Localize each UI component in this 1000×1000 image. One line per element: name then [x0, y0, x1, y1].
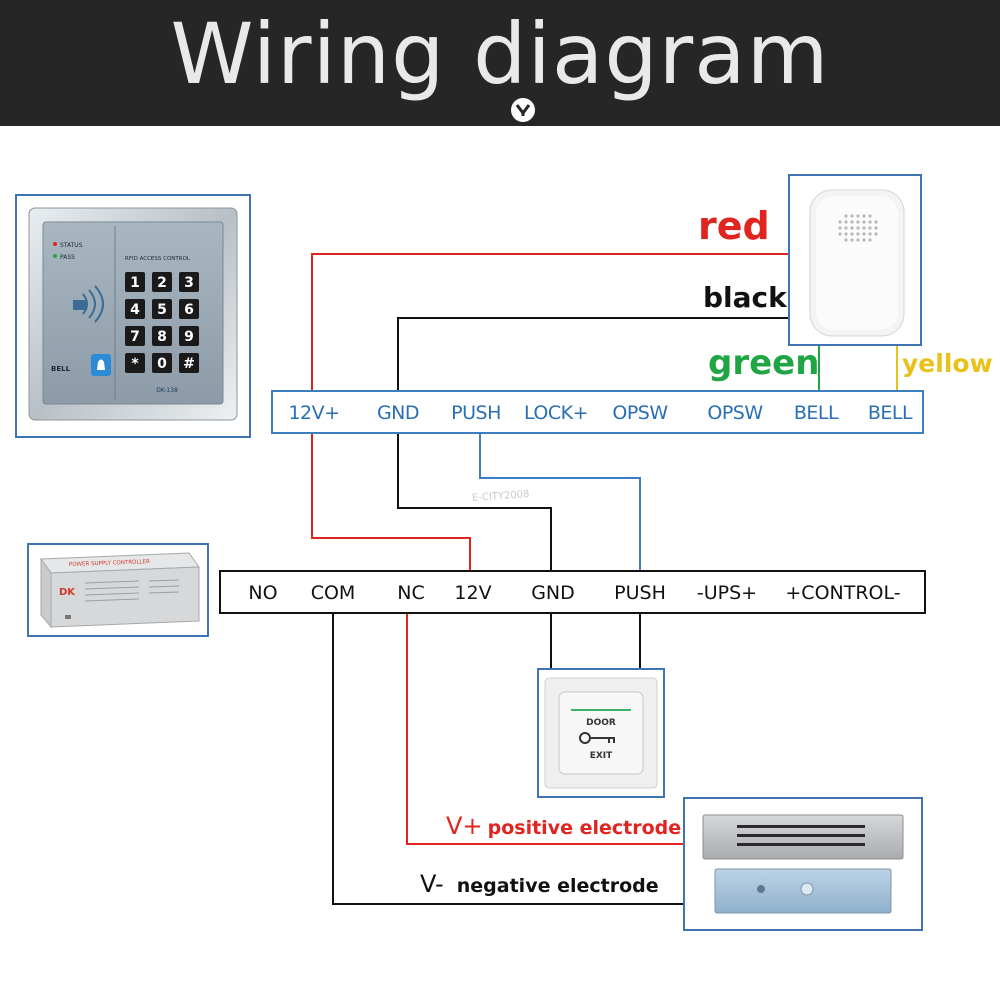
positive-symbol: V+: [446, 812, 483, 840]
wire-label-green: green: [708, 343, 820, 383]
terminal-12v: 12V: [454, 582, 492, 604]
key-star: *: [131, 356, 139, 372]
wire-black-gnd-to-bell: [397, 317, 790, 392]
key-8: 8: [157, 329, 167, 345]
exit-button-line1: DOOR: [586, 718, 616, 728]
terminal-push: PUSH: [614, 582, 666, 604]
page-title: Wiring diagram: [170, 5, 830, 103]
terminal-bell-1: BELL: [793, 402, 839, 424]
wire-black-gnd-to-exit: [538, 612, 552, 673]
wire-label-yellow: yellow: [902, 349, 993, 378]
terminal-push: PUSH: [451, 402, 501, 424]
key-9: 9: [184, 329, 194, 345]
wire-red-12v-to-bell: [311, 253, 790, 392]
keypad-keys: 1 2 3 4 5 6 7 8 9 * 0 #: [125, 272, 199, 373]
key-7: 7: [130, 329, 140, 345]
terminal-opsw-2: OPSW: [707, 402, 763, 424]
key-hash: #: [183, 356, 195, 372]
key-2: 2: [157, 275, 167, 291]
power-supply-device-box: POWER SUPPLY CONTROLLER DK: [27, 543, 209, 637]
wire-label-black: black: [703, 281, 787, 314]
terminal-ups: -UPS+: [696, 582, 758, 604]
terminal-bell-2: BELL: [867, 402, 913, 424]
negative-symbol: V-: [420, 870, 444, 898]
exit-button-device-box: DOOR EXIT: [537, 668, 665, 798]
key-icon: [579, 732, 615, 744]
keypad-pass-label: PASS: [60, 254, 75, 261]
psu-label: POWER SUPPLY CONTROLLER: [69, 559, 150, 568]
title-banner: Wiring diagram: [0, 0, 1000, 126]
wire-blue-push-to-psu: [479, 434, 641, 572]
terminal-lock-plus: LOCK+: [523, 402, 589, 424]
magnetic-lock-device-box: [683, 797, 923, 931]
key-4: 4: [130, 302, 140, 318]
wire-black-push-to-exit: [639, 612, 664, 673]
negative-electrode-label: V- negative electrode: [420, 870, 659, 898]
rfid-icon: [73, 285, 104, 323]
wire-red-12v-to-psu: [311, 434, 471, 572]
positive-text: positive electrode: [487, 817, 682, 839]
keypad-terminal-block: 12V+ GND PUSH LOCK+ OPSW OPSW BELL BELL: [271, 390, 924, 434]
key-0: 0: [157, 356, 167, 372]
keypad-model-label: DK-138: [156, 387, 178, 394]
chevron-down-icon: [511, 98, 535, 122]
terminal-gnd: GND: [376, 402, 420, 424]
negative-text: negative electrode: [456, 875, 659, 897]
terminal-12v-plus: 12V+: [288, 402, 340, 424]
keypad-status-label: STATUS: [60, 242, 83, 249]
exit-button-line2: EXIT: [590, 751, 613, 761]
speaker-grille-icon: [838, 214, 878, 242]
doorbell-image: [809, 189, 905, 337]
keypad-bell-label: BELL: [51, 365, 71, 373]
wire-black-gnd-to-psu: [397, 434, 552, 572]
wire-label-red: red: [698, 204, 770, 248]
key-5: 5: [157, 302, 167, 318]
keypad-device-box: STATUS PASS RFID ACCESS CONTROL BELL 1 2…: [15, 194, 251, 438]
power-supply-image: POWER SUPPLY CONTROLLER DK: [40, 552, 200, 629]
keypad-device-image: STATUS PASS RFID ACCESS CONTROL BELL 1 2…: [28, 207, 238, 421]
magnetic-lock-image: [702, 814, 904, 914]
wire-red-nc-to-lock: [406, 612, 684, 845]
terminal-com: COM: [310, 582, 356, 604]
positive-electrode-label: V+ positive electrode: [446, 812, 681, 840]
terminal-nc: NC: [397, 582, 425, 604]
keypad-header-label: RFID ACCESS CONTROL: [125, 256, 191, 262]
exit-button-image: DOOR EXIT: [544, 677, 658, 789]
terminal-control: +CONTROL-: [785, 582, 901, 604]
terminal-gnd: GND: [531, 582, 575, 604]
wire-black-com-to-lock: [332, 612, 684, 905]
mounting-hole-icon: [800, 882, 814, 896]
psu-brand: DK: [59, 587, 76, 598]
psu-terminal-block: NO COM NC 12V GND PUSH -UPS+ +CONTROL-: [219, 570, 926, 614]
key-6: 6: [184, 302, 194, 318]
key-3: 3: [184, 275, 194, 291]
key-1: 1: [130, 275, 140, 291]
terminal-no: NO: [248, 582, 278, 604]
mounting-hole-icon: [757, 885, 765, 893]
bell-device-box: [788, 174, 922, 346]
terminal-opsw-1: OPSW: [612, 402, 668, 424]
